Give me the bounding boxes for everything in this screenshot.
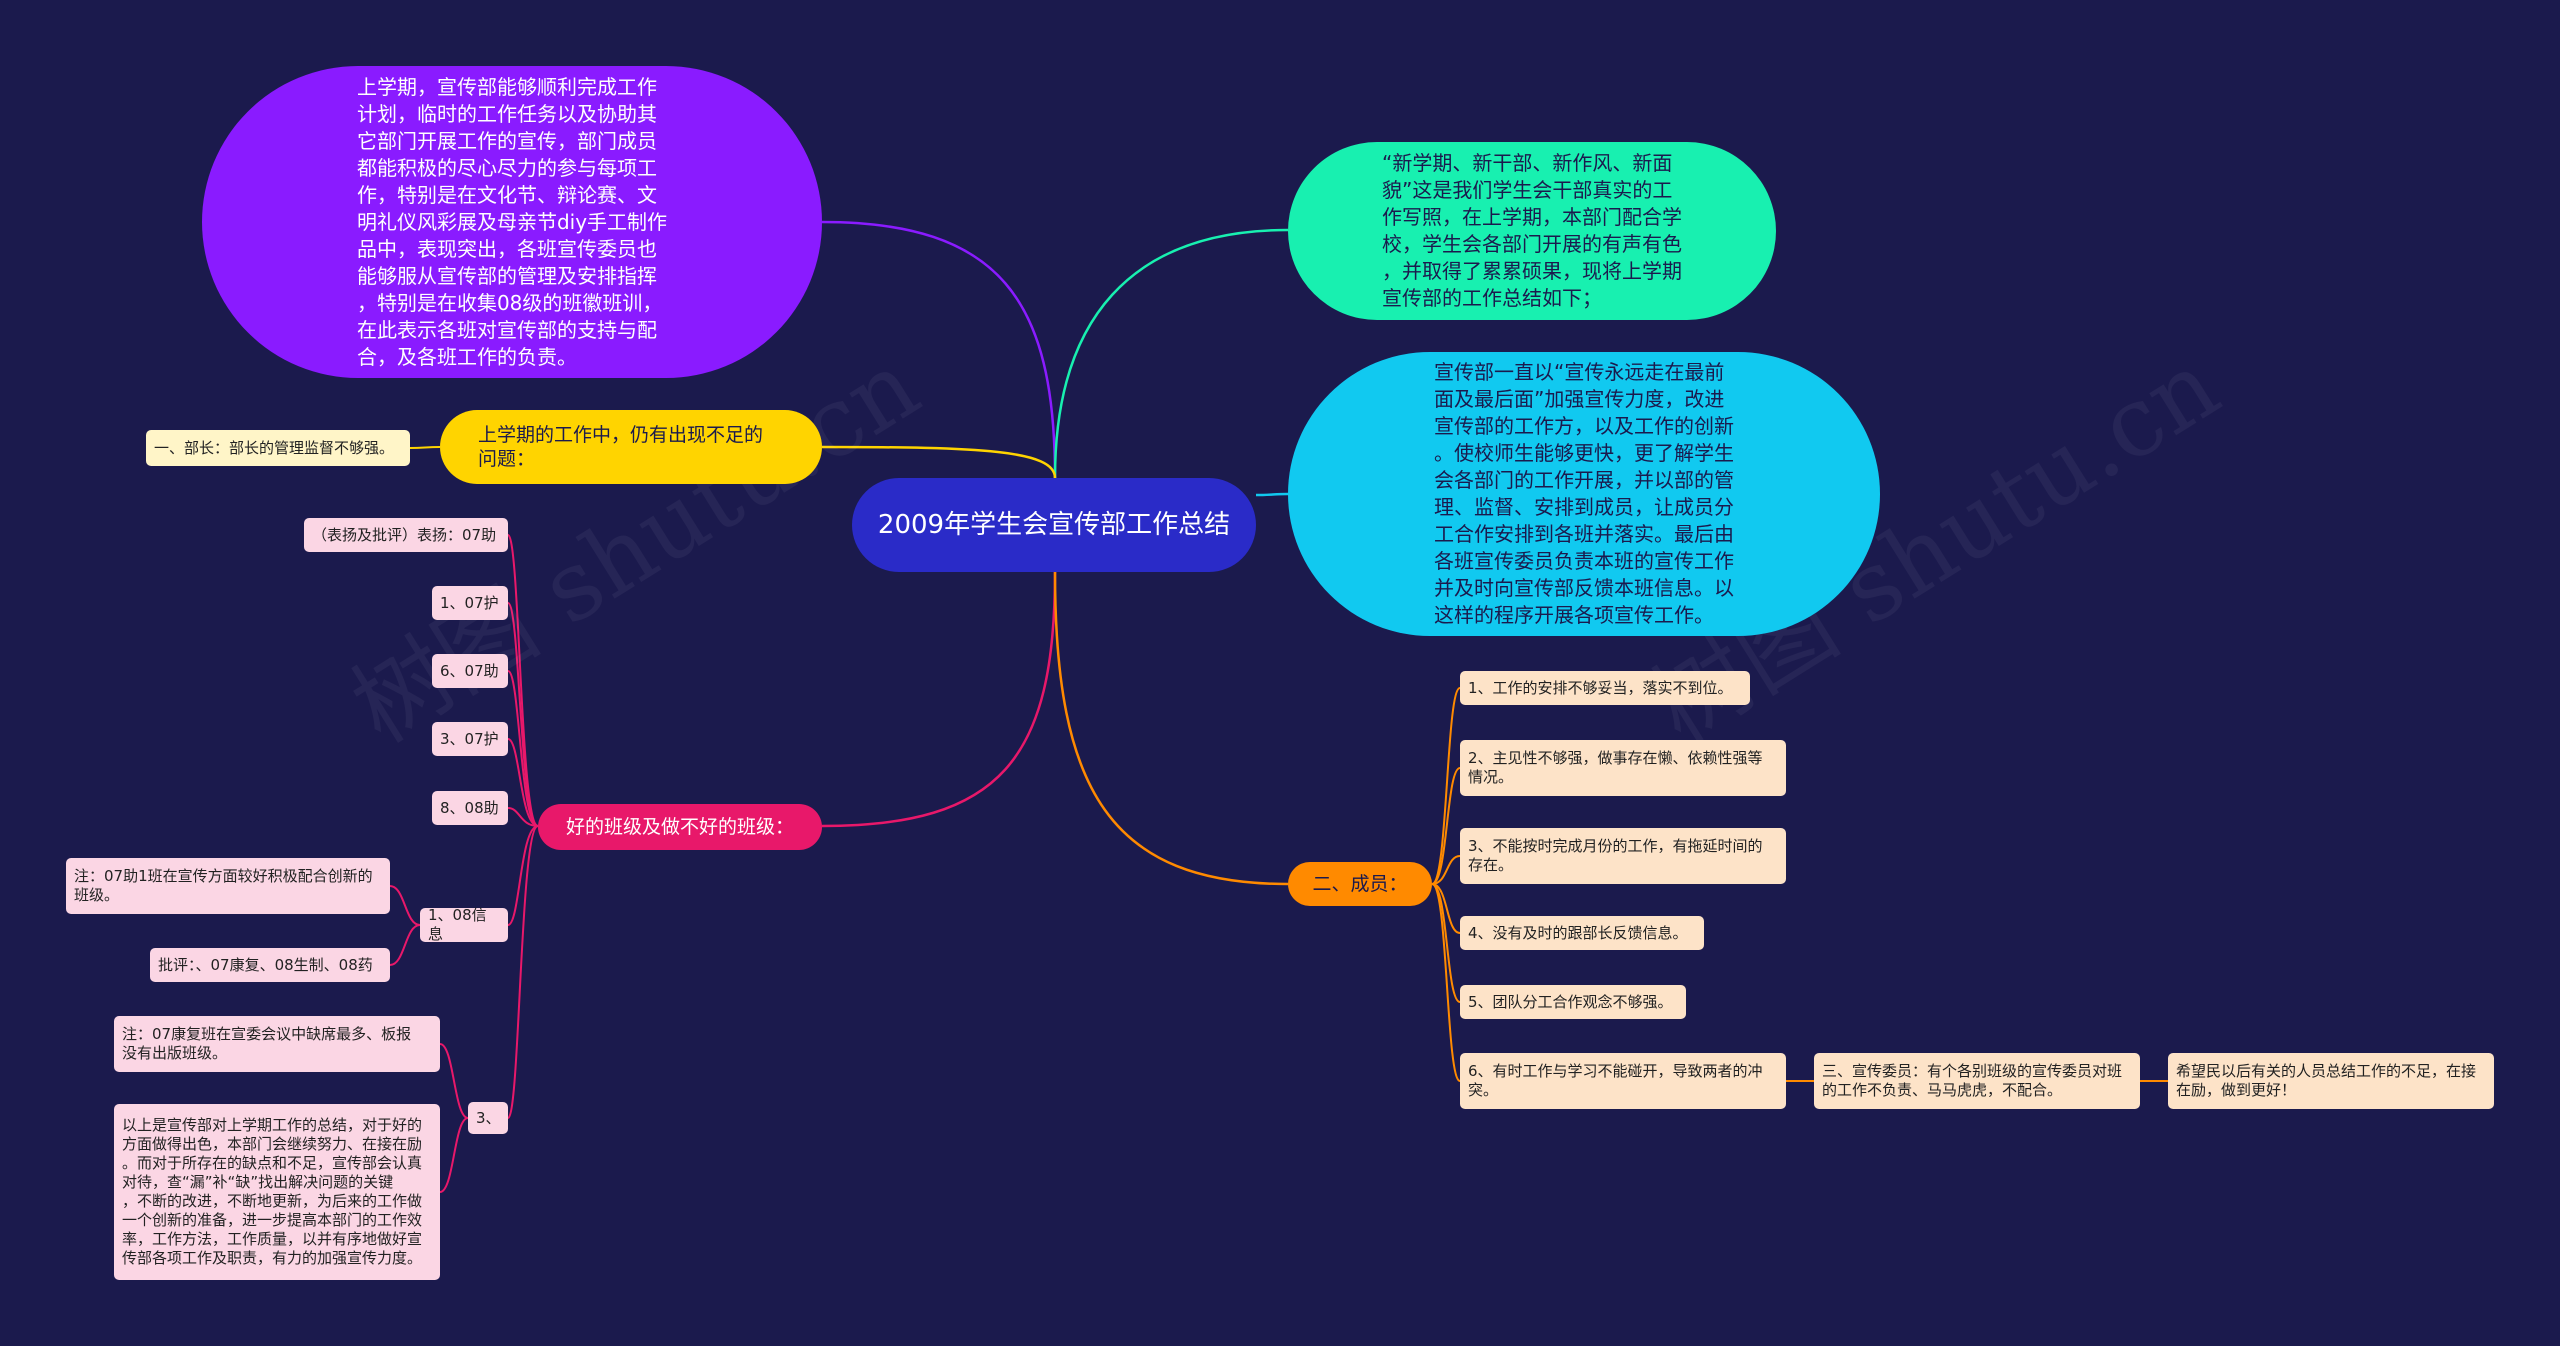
problems-leaf-text: 一、部长：部长的管理监督不够强。 bbox=[154, 438, 395, 457]
link-classes-leaf-1 bbox=[507, 602, 539, 827]
link-info-note-0 bbox=[389, 885, 421, 926]
members-leaf-4[interactable]: 4、没有及时的跟部长反馈信息。 bbox=[1460, 916, 1704, 950]
link-three-note-0 bbox=[439, 1043, 469, 1119]
three-note-1[interactable]: 以上是宣传部对上学期工作的总结，对于好的 方面做得出色，本部门会继续努力、在接在… bbox=[114, 1104, 440, 1280]
link-center-mint bbox=[1053, 228, 1289, 479]
classes-leaf-07zhu-6-text: 6、07助 bbox=[440, 661, 499, 680]
classes-leaf-07hu-1[interactable]: 1、07护 bbox=[432, 586, 508, 620]
link-classes-leaf-6 bbox=[507, 825, 539, 1119]
link-center-cyan bbox=[1255, 492, 1289, 497]
intro-cyan-text: 宣传部一直以“宣传永远走在最前 面及最后面”加强宣传力度，改进 宣传部的工作方，… bbox=[1434, 360, 1734, 627]
link-members-leaf-1 bbox=[1431, 767, 1461, 885]
members-leaf-2-text: 2、主见性不够强，做事存在懒、依赖性强等 情况。 bbox=[1468, 749, 1763, 786]
classes-leaf-08info-text: 1、08信息 bbox=[428, 906, 487, 943]
intro-cyan-bubble[interactable]: 宣传部一直以“宣传永远走在最前 面及最后面”加强宣传力度，改进 宣传部的工作方，… bbox=[1288, 352, 1880, 636]
center-topic-label: 2009年学生会宣传部工作总结 bbox=[877, 510, 1231, 540]
intro-mint-text: “新学期、新干部、新作风、新面 貌”这是我们学生会干部真实的工 作写照，在上学期… bbox=[1382, 151, 1682, 310]
three-note-0[interactable]: 注：07康复班在宣委会议中缺席最多、板报 没有出版班级。 bbox=[114, 1016, 440, 1072]
link-problems-leaf bbox=[409, 446, 441, 449]
info-note-0[interactable]: 注：07助1班在宣传方面较好积极配合创新的 班级。 bbox=[66, 858, 390, 914]
classes-branch[interactable]: 好的班级及做不好的班级： bbox=[538, 804, 822, 850]
link-center-purple bbox=[821, 220, 1057, 479]
link-members-leaf-5 bbox=[1431, 883, 1461, 1082]
problems-branch[interactable]: 上学期的工作中，仍有出现不足的 问题： bbox=[440, 410, 822, 484]
members-final[interactable]: 希望民以后有关的人员总结工作的不足，在接 在励，做到更好！ bbox=[2168, 1053, 2494, 1109]
classes-leaf-08zhu-8[interactable]: 8、08助 bbox=[432, 791, 508, 825]
classes-leaf-07zhu-6[interactable]: 6、07助 bbox=[432, 654, 508, 688]
members-leaf-1[interactable]: 1、工作的安排不够妥当，落实不到位。 bbox=[1460, 671, 1750, 705]
info-note-1-text: 批评：、07康复、08生制、08药 bbox=[158, 955, 373, 974]
link-classes-leaf-4 bbox=[507, 807, 539, 827]
center-topic[interactable]: 2009年学生会宣传部工作总结 bbox=[852, 478, 1256, 572]
members-leaf-6-text: 6、有时工作与学习不能碰开，导致两者的冲 突。 bbox=[1468, 1062, 1763, 1099]
members-branch[interactable]: 二、成员： bbox=[1288, 862, 1432, 906]
link-members-leaf-2 bbox=[1431, 855, 1461, 885]
link-three-note-1 bbox=[439, 1117, 469, 1193]
members-branch-label: 二、成员： bbox=[1312, 873, 1408, 895]
link-center-yellow bbox=[821, 445, 1057, 479]
members-leaf-1-text: 1、工作的安排不够妥当，落实不到位。 bbox=[1468, 678, 1733, 697]
members-leaf-3[interactable]: 3、不能按时完成月份的工作，有拖延时间的 存在。 bbox=[1460, 828, 1786, 884]
classes-leaf-praise-text: （表扬及批评）表扬：07助 bbox=[312, 525, 497, 544]
intro-mint-bubble[interactable]: “新学期、新干部、新作风、新面 貌”这是我们学生会干部真实的工 作写照，在上学期… bbox=[1288, 142, 1776, 320]
link-center-magenta bbox=[821, 571, 1057, 828]
classes-leaf-08info[interactable]: 1、08信息 bbox=[420, 906, 508, 943]
classes-leaf-08zhu-8-text: 8、08助 bbox=[440, 798, 499, 817]
classes-leaf-07hu-1-text: 1、07护 bbox=[440, 593, 499, 612]
members-leaf-5[interactable]: 5、团队分工合作观念不够强。 bbox=[1460, 985, 1686, 1019]
classes-leaf-three-text: 3、 bbox=[476, 1108, 501, 1127]
link-classes-leaf-5 bbox=[507, 825, 539, 926]
intro-purple-text: 上学期，宣传部能够顺利完成工作 计划，临时的工作任务以及协助其 它部门开展工作的… bbox=[356, 74, 668, 369]
link-classes-leaf-2 bbox=[507, 670, 539, 827]
members-final-text: 希望民以后有关的人员总结工作的不足，在接 在励，做到更好！ bbox=[2176, 1062, 2477, 1099]
link-center-orange bbox=[1053, 571, 1289, 886]
members-leaf-6[interactable]: 6、有时工作与学习不能碰开，导致两者的冲 突。 bbox=[1460, 1053, 1786, 1109]
classes-branch-label: 好的班级及做不好的班级： bbox=[565, 816, 794, 838]
members-third-text: 三、宣传委员：有个各别班级的宣传委员对班 的工作不负责、马马虎虎，不配合。 bbox=[1822, 1062, 2123, 1099]
intro-purple-bubble[interactable]: 上学期，宣传部能够顺利完成工作 计划，临时的工作任务以及协助其 它部门开展工作的… bbox=[202, 66, 822, 378]
members-leaf-4-text: 4、没有及时的跟部长反馈信息。 bbox=[1468, 923, 1688, 942]
three-note-1-text: 以上是宣传部对上学期工作的总结，对于好的 方面做得出色，本部门会继续努力、在接在… bbox=[122, 1116, 423, 1267]
problems-branch-label: 上学期的工作中，仍有出现不足的 问题： bbox=[478, 424, 764, 470]
link-members-leaf-0 bbox=[1431, 687, 1461, 885]
members-third[interactable]: 三、宣传委员：有个各别班级的宣传委员对班 的工作不负责、马马虎虎，不配合。 bbox=[1814, 1053, 2140, 1109]
classes-leaf-three[interactable]: 3、 bbox=[468, 1102, 508, 1134]
members-leaf-5-text: 5、团队分工合作观念不够强。 bbox=[1468, 992, 1673, 1011]
problems-leaf-head[interactable]: 一、部长：部长的管理监督不够强。 bbox=[146, 430, 410, 466]
classes-leaf-07hu-3[interactable]: 3、07护 bbox=[432, 722, 508, 756]
link-classes-leaf-3 bbox=[507, 738, 539, 827]
members-leaf-3-text: 3、不能按时完成月份的工作，有拖延时间的 存在。 bbox=[1468, 837, 1763, 874]
three-note-0-text: 注：07康复班在宣委会议中缺席最多、板报 没有出版班级。 bbox=[122, 1025, 412, 1062]
link-info-note-1 bbox=[389, 924, 421, 966]
members-leaf-2[interactable]: 2、主见性不够强，做事存在懒、依赖性强等 情况。 bbox=[1460, 740, 1786, 796]
info-note-1[interactable]: 批评：、07康复、08生制、08药 bbox=[150, 948, 390, 982]
info-note-0-text: 注：07助1班在宣传方面较好积极配合创新的 班级。 bbox=[74, 867, 373, 904]
classes-leaf-praise[interactable]: （表扬及批评）表扬：07助 bbox=[304, 518, 508, 552]
classes-leaf-07hu-3-text: 3、07护 bbox=[440, 729, 499, 748]
